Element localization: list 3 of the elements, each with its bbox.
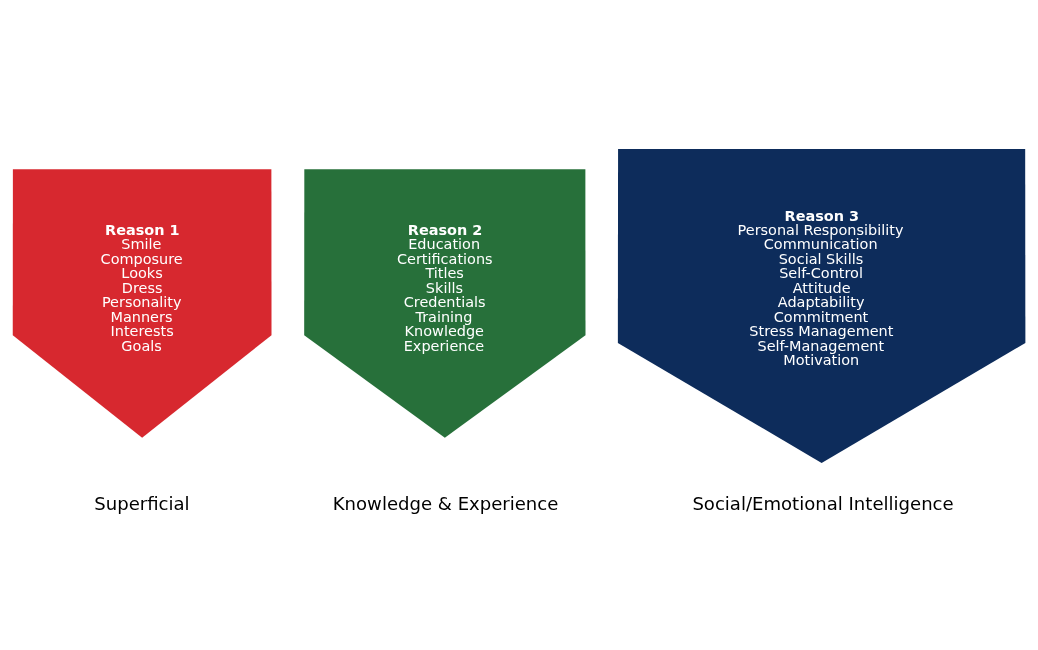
node-label: Knowledge & Experience bbox=[332, 492, 559, 514]
node-label: Superficial bbox=[94, 492, 190, 514]
node-label: Social/Emotional Intelligence bbox=[692, 492, 954, 514]
